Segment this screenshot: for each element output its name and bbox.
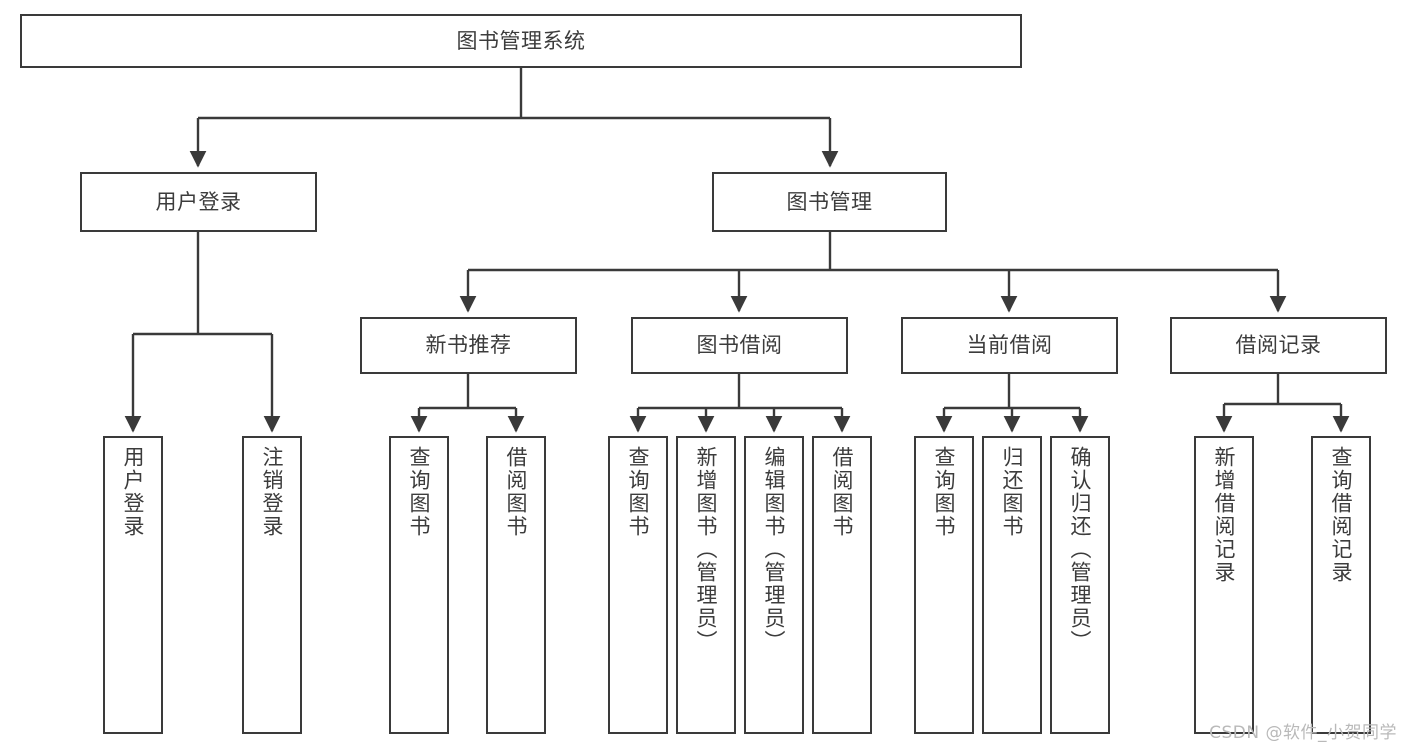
leaf-user-login-signin-label: 用户登录 <box>121 446 146 538</box>
leaf-borrow-record-add[interactable]: 新增借阅记录 <box>1194 436 1254 734</box>
leaf-current-borrow-query-label: 查询图书 <box>932 446 957 538</box>
leaf-borrow-record-query-label: 查询借阅记录 <box>1329 446 1354 584</box>
leaf-book-borrow-edit[interactable]: 编辑图书（管理员） <box>744 436 804 734</box>
node-current-borrow[interactable]: 当前借阅 <box>901 317 1118 374</box>
node-book-management[interactable]: 图书管理 <box>712 172 947 232</box>
node-borrow-record[interactable]: 借阅记录 <box>1170 317 1387 374</box>
leaf-book-borrow-edit-label: 编辑图书（管理员） <box>762 446 787 653</box>
leaf-book-borrow-borrow-label: 借阅图书 <box>830 446 855 538</box>
leaf-current-borrow-return[interactable]: 归还图书 <box>982 436 1042 734</box>
leaf-user-login-signout[interactable]: 注销登录 <box>242 436 302 734</box>
leaf-new-book-query[interactable]: 查询图书 <box>389 436 449 734</box>
leaf-user-login-signout-label: 注销登录 <box>260 446 285 538</box>
node-book-management-label: 图书管理 <box>786 189 873 214</box>
node-user-login-label: 用户登录 <box>155 189 242 214</box>
leaf-new-book-borrow[interactable]: 借阅图书 <box>486 436 546 734</box>
leaf-current-borrow-confirm-return-label: 确认归还（管理员） <box>1068 446 1093 653</box>
node-new-book-recommend-label: 新书推荐 <box>425 333 512 358</box>
leaf-new-book-query-label: 查询图书 <box>407 446 432 538</box>
leaf-book-borrow-add[interactable]: 新增图书（管理员） <box>676 436 736 734</box>
leaf-book-borrow-query[interactable]: 查询图书 <box>608 436 668 734</box>
leaf-current-borrow-query[interactable]: 查询图书 <box>914 436 974 734</box>
node-book-borrow-label: 图书借阅 <box>696 333 783 358</box>
leaf-current-borrow-return-label: 归还图书 <box>1000 446 1025 538</box>
node-root-system-label: 图书管理系统 <box>456 28 586 53</box>
node-book-borrow[interactable]: 图书借阅 <box>631 317 848 374</box>
leaf-current-borrow-confirm-return[interactable]: 确认归还（管理员） <box>1050 436 1110 734</box>
leaf-book-borrow-add-label: 新增图书（管理员） <box>694 446 719 653</box>
leaf-new-book-borrow-label: 借阅图书 <box>504 446 529 538</box>
node-new-book-recommend[interactable]: 新书推荐 <box>360 317 577 374</box>
node-root-system[interactable]: 图书管理系统 <box>20 14 1022 68</box>
node-user-login[interactable]: 用户登录 <box>80 172 317 232</box>
node-borrow-record-label: 借阅记录 <box>1235 333 1322 358</box>
leaf-book-borrow-borrow[interactable]: 借阅图书 <box>812 436 872 734</box>
leaf-user-login-signin[interactable]: 用户登录 <box>103 436 163 734</box>
leaf-borrow-record-query[interactable]: 查询借阅记录 <box>1311 436 1371 734</box>
leaf-borrow-record-add-label: 新增借阅记录 <box>1212 446 1237 584</box>
leaf-book-borrow-query-label: 查询图书 <box>626 446 651 538</box>
node-current-borrow-label: 当前借阅 <box>966 333 1053 358</box>
